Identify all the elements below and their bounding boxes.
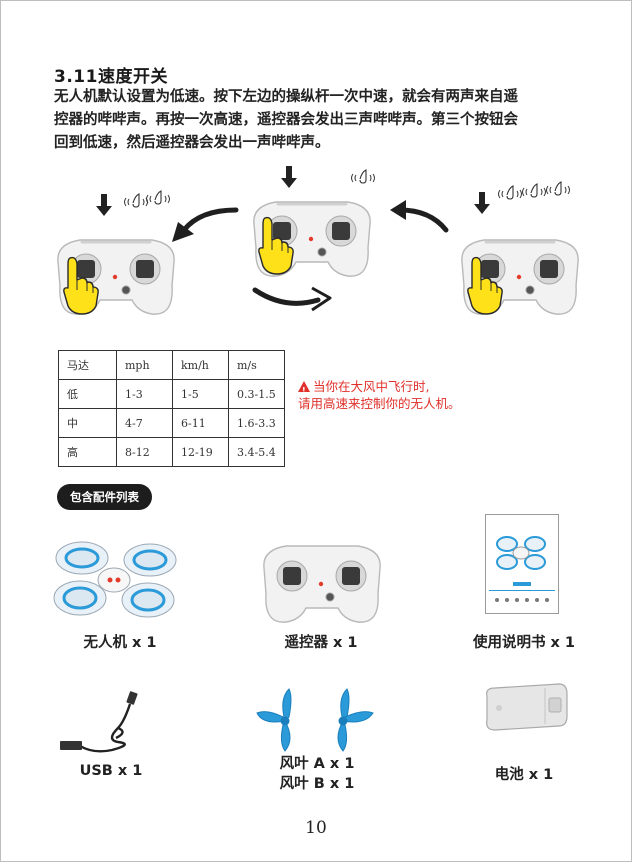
- table-row: 中 4-7 6-11 1.6-3.3: [58, 408, 285, 438]
- remote-left: [56, 190, 176, 316]
- table-cell: 12-19: [172, 437, 229, 467]
- table-cell: 1-3: [116, 379, 173, 409]
- battery-image: [486, 683, 568, 731]
- manual-caption: 使用说明书 x 1: [472, 635, 576, 651]
- table-cell: 4-7: [116, 408, 173, 438]
- warning-icon: [298, 381, 310, 399]
- section-heading: 3.11速度开关: [54, 67, 168, 87]
- blade-b-caption: 风叶 B x 1: [279, 776, 355, 792]
- table-header-row: 马达 mph km/h m/s: [58, 350, 285, 380]
- paragraph-line: 无人机默认设置为低速。按下左边的操纵杆一次中速，就会有两声来自遥: [54, 89, 518, 105]
- speed-switch-diagram: [56, 166, 580, 316]
- table-cell: 1-5: [172, 379, 229, 409]
- table-cell: 6-11: [172, 408, 229, 438]
- remote-middle: [252, 166, 376, 278]
- remote-image: [263, 545, 381, 623]
- manual-image: [485, 514, 559, 614]
- table-header: km/h: [172, 350, 229, 380]
- usb-cable-image: [60, 691, 138, 753]
- table-header: m/s: [228, 350, 285, 380]
- drone-image: [53, 541, 177, 618]
- parts-list-title: 包含配件列表: [57, 484, 152, 510]
- wind-warning: 当你在大风中飞行时, 请用高速来控制你的无人机。: [298, 378, 461, 412]
- paragraph-line: 回到低速，然后遥控器会发出一声哔哔声。: [54, 135, 330, 151]
- battery-caption: 电池 x 1: [494, 767, 554, 783]
- arrow-to-left: [172, 207, 239, 242]
- warning-line: 当你在大风中飞行时,: [313, 379, 430, 394]
- blade-a-caption: 风叶 A x 1: [279, 756, 355, 772]
- usb-caption: USB x 1: [79, 763, 143, 779]
- table-cell: 8-12: [116, 437, 173, 467]
- arrow-to-right: [252, 286, 332, 312]
- table-row: 高 8-12 12-19 3.4-5.4: [58, 437, 285, 467]
- paragraph-line: 控器的哔哔声。再按一次高速，遥控器会发出三声哔哔声。第三个按钮会: [54, 112, 518, 128]
- speed-table: 马达 mph km/h m/s 低 1-3 1-5 0.3-1.5 中 4-7 …: [58, 350, 285, 467]
- table-cell: 中: [58, 408, 117, 438]
- section-paragraph: 无人机默认设置为低速。按下左边的操纵杆一次中速，就会有两声来自遥 控器的哔哔声。…: [54, 86, 584, 155]
- remote-caption: 遥控器 x 1: [284, 635, 358, 651]
- table-header: 马达: [58, 350, 117, 380]
- table-cell: 低: [58, 379, 117, 409]
- propellers-image: [256, 688, 374, 752]
- table-cell: 1.6-3.3: [228, 408, 285, 438]
- remote-right: [460, 181, 580, 316]
- table-cell: 高: [58, 437, 117, 467]
- drone-caption: 无人机 x 1: [83, 635, 157, 651]
- page-number: 10: [305, 818, 327, 838]
- arrow-from-right: [390, 200, 449, 233]
- table-header: mph: [116, 350, 173, 380]
- table-cell: 0.3-1.5: [228, 379, 285, 409]
- warning-line: 请用高速来控制你的无人机。: [298, 396, 461, 411]
- table-cell: 3.4-5.4: [228, 437, 285, 467]
- table-row: 低 1-3 1-5 0.3-1.5: [58, 379, 285, 409]
